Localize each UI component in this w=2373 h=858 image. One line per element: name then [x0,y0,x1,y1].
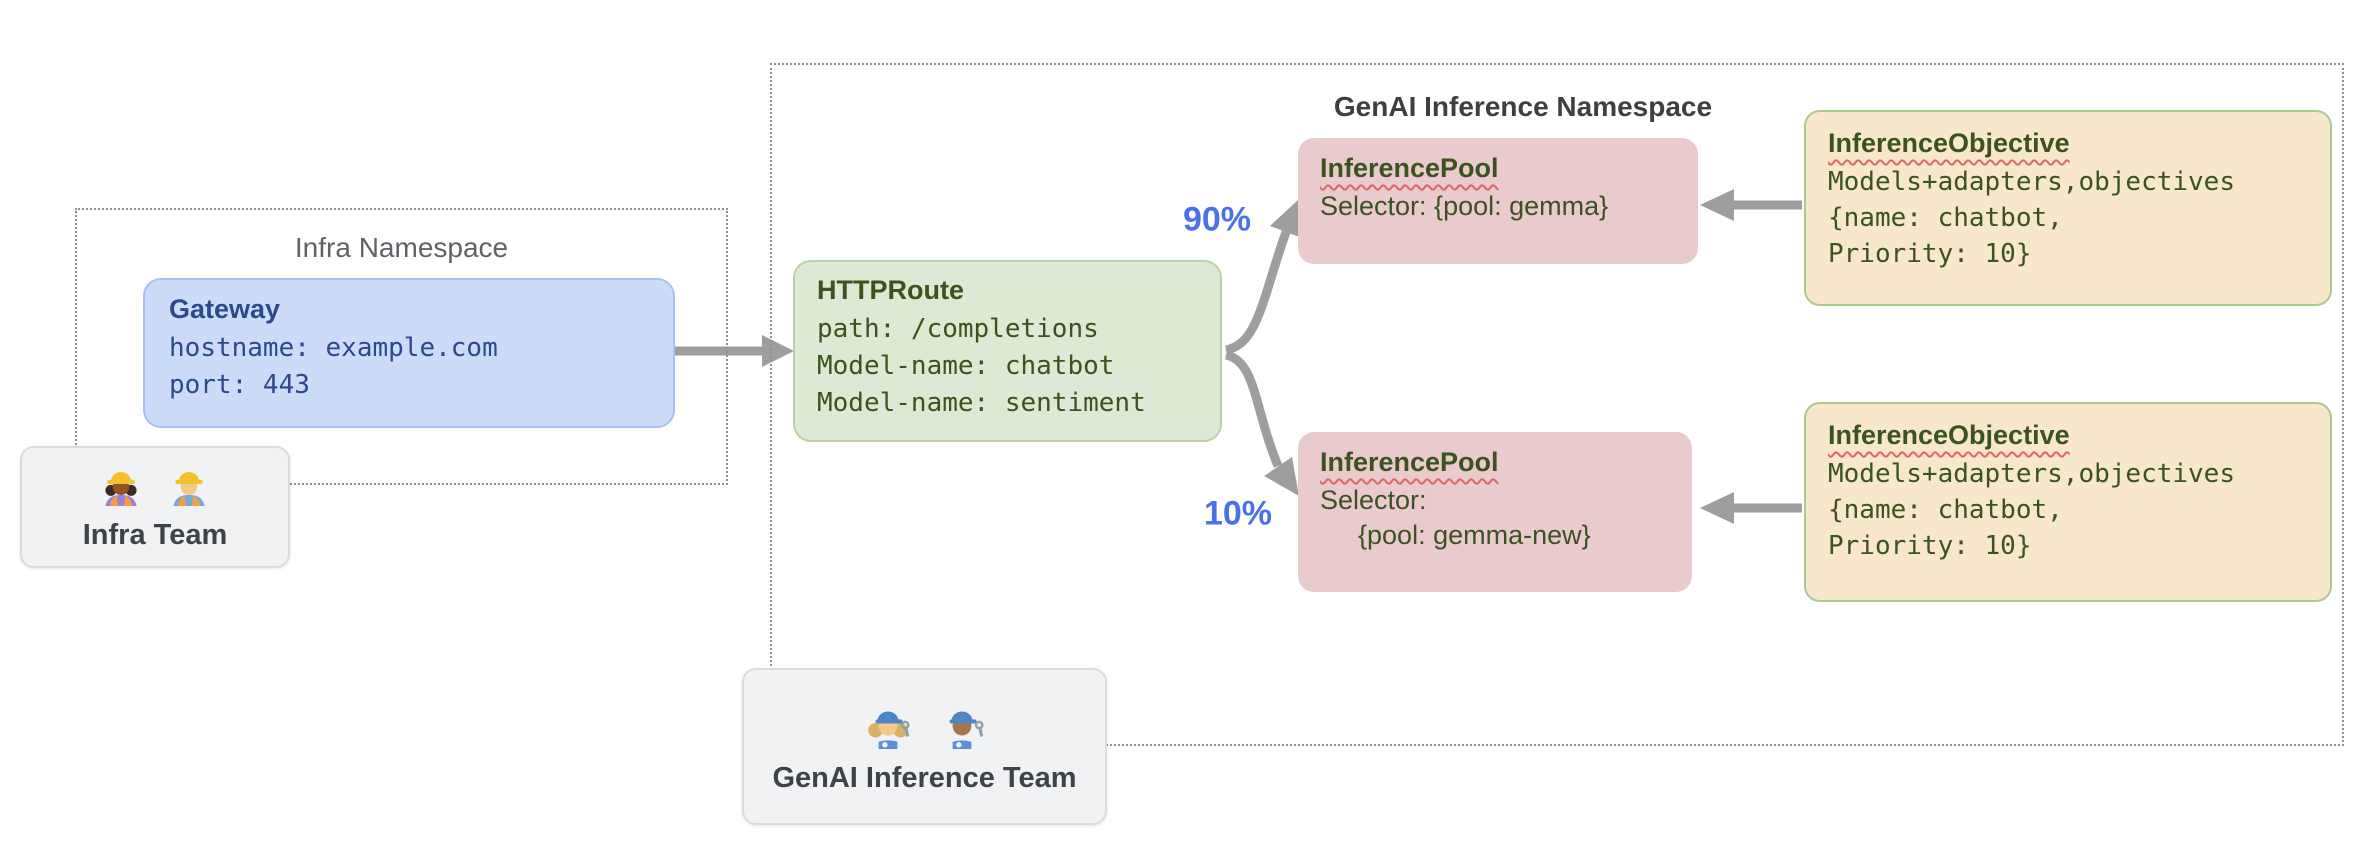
httproute-model-sentiment-line: Model-name: sentiment [817,388,1146,418]
inference-objective-lower-node: InferenceObjective Models+adapters,objec… [1804,402,2332,602]
inference-pool-gemma-new-node: InferencePool Selector: {pool: gemma-new… [1298,432,1692,592]
inference-pool-gemma-node: InferencePool Selector: {pool: gemma} [1298,138,1698,264]
inference-pool-selector-value-line: {pool: gemma-new} [1358,520,1591,550]
infra-namespace-label: Infra Namespace [294,232,509,263]
httproute-node: HTTPRoute path: /completions Model-name:… [793,260,1222,442]
gateway-node: Gateway hostname: example.com port: 443 [143,278,675,428]
woman-mechanic-icon [863,699,913,754]
genai-inference-team-label: GenAI Inference Team [772,761,1077,794]
objective-models-line: Models+adapters,objectives [1828,459,2235,489]
gateway-title: Gateway [169,294,281,324]
inference-pool-selector-line: Selector: [1320,485,1427,515]
traffic-split-90-label: 90% [1182,200,1252,239]
infra-namespace-box: Infra Namespace [75,208,728,485]
genai-namespace-box: GenAI Inference Namespace [770,63,2344,746]
traffic-split-10-label: 10% [1203,494,1273,533]
infra-team-icons [99,462,211,511]
inference-pool-title-text: InferencePool [1320,153,1499,183]
httproute-path-line: path: /completions [817,314,1099,344]
man-mechanic-icon [937,699,987,754]
inference-objective-title-text: InferenceObjective [1828,128,2070,158]
objective-priority-line: Priority: 10} [1828,239,2032,269]
genai-team-icons [863,699,987,754]
httproute-title: HTTPRoute [817,275,964,305]
inference-pool-title: InferencePool [1320,153,1676,184]
inference-objective-upper-node: InferenceObjective Models+adapters,objec… [1804,110,2332,306]
inference-pool-title-text: InferencePool [1320,447,1499,477]
man-construction-worker-icon [167,462,211,511]
gateway-hostname-line: hostname: example.com [169,333,498,363]
infra-team-label: Infra Team [82,519,228,551]
genai-inference-team-card: GenAI Inference Team [742,668,1107,825]
inference-objective-title: InferenceObjective [1828,420,2308,451]
inference-objective-title-text: InferenceObjective [1828,420,2070,450]
httproute-model-chatbot-line: Model-name: chatbot [817,351,1115,381]
objective-priority-line: Priority: 10} [1828,531,2032,561]
objective-name-line: {name: chatbot, [1828,203,2063,233]
inference-pool-selector-line: Selector: {pool: gemma} [1320,191,1609,221]
objective-name-line: {name: chatbot, [1828,495,2063,525]
woman-construction-worker-icon [99,462,143,511]
objective-models-line: Models+adapters,objectives [1828,167,2235,197]
infra-team-card: Infra Team [20,446,290,568]
genai-namespace-label: GenAI Inference Namespace [1333,91,1713,122]
inference-pool-title: InferencePool [1320,447,1670,478]
inference-objective-title: InferenceObjective [1828,128,2308,159]
gateway-port-line: port: 443 [169,370,310,400]
